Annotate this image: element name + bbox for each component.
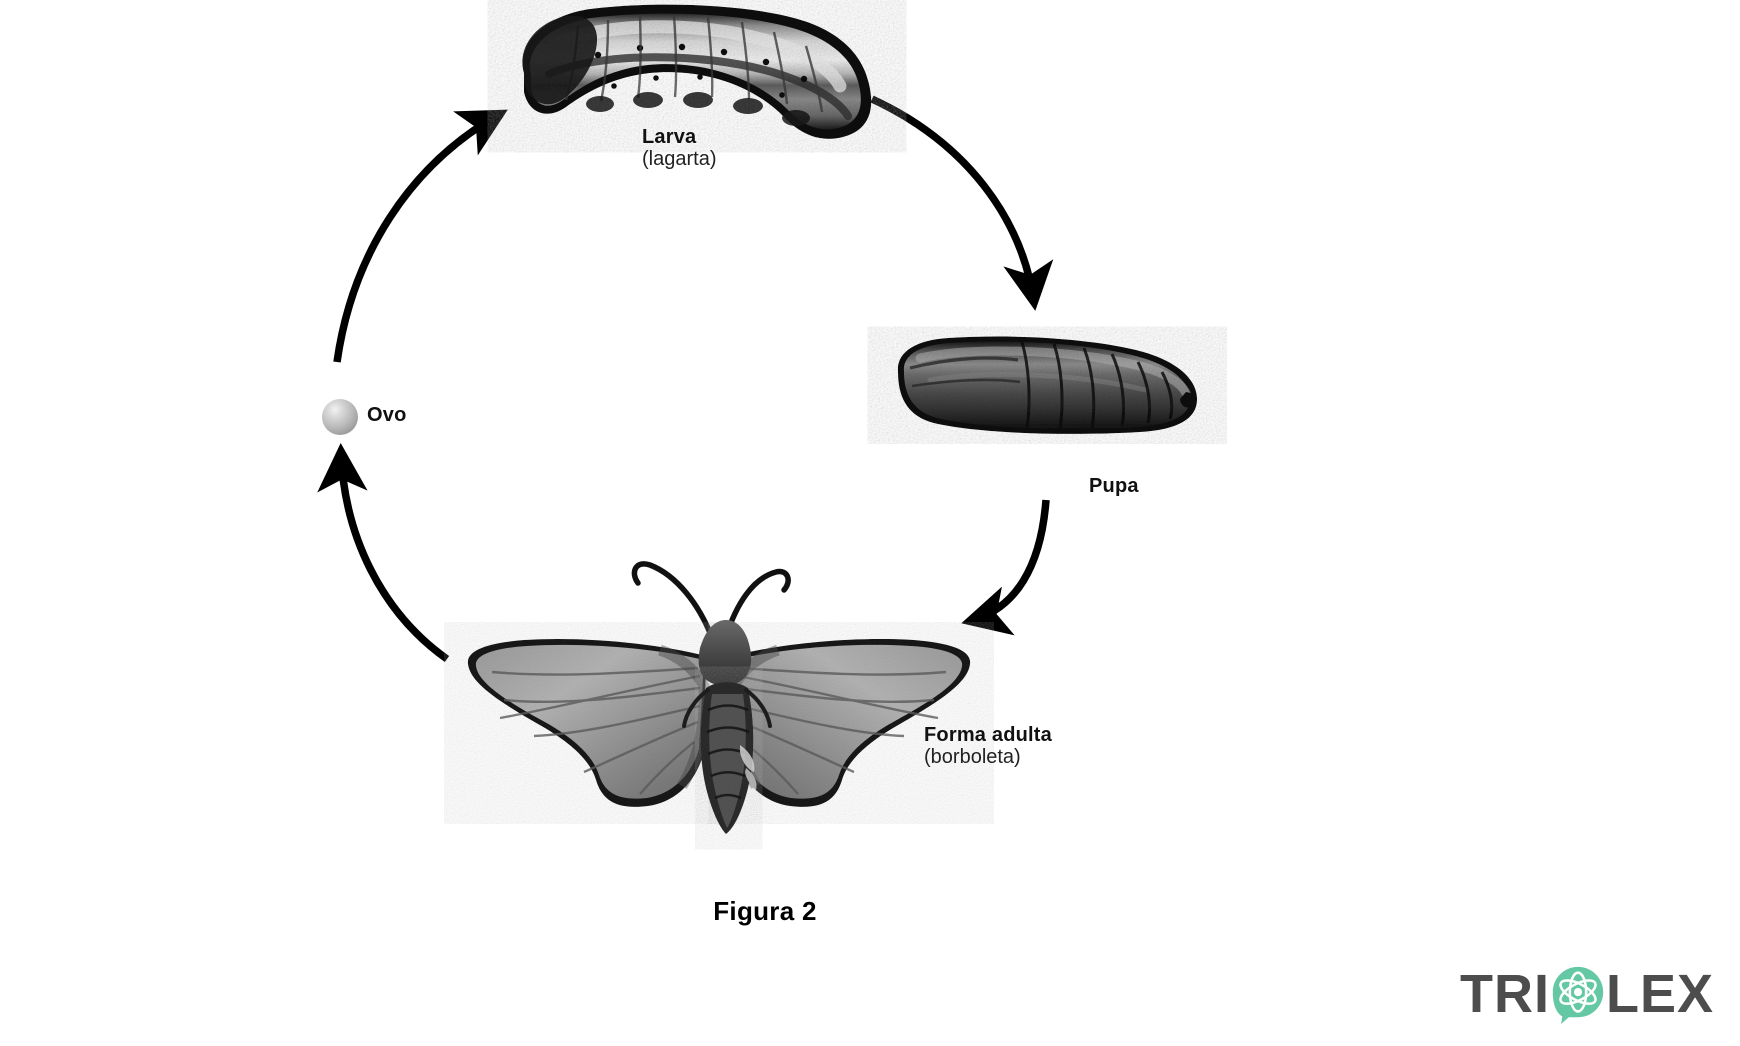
label-larva-secondary: (lagarta) xyxy=(642,148,717,171)
logo-text-after: LEX xyxy=(1605,964,1714,1024)
figure-caption: Figura 2 xyxy=(713,896,817,926)
moth-antennae xyxy=(631,561,791,646)
triolex-logo: TRI LEX xyxy=(1460,963,1714,1025)
label-forma-adulta-secondary: (borboleta) xyxy=(924,746,1021,769)
larva-illustration xyxy=(522,4,872,139)
ovo-sphere-icon xyxy=(322,399,358,435)
moth-left-wing xyxy=(467,638,710,807)
label-forma-adulta-primary: Forma adulta xyxy=(924,724,1052,746)
cycle-arrows xyxy=(317,95,1054,663)
arrow-larva-to-pupa xyxy=(870,95,1054,311)
label-ovo-primary: Ovo xyxy=(367,404,407,426)
label-ovo: Ovo xyxy=(367,404,407,426)
logo-text-before: TRI xyxy=(1459,964,1550,1024)
moth-right-wing xyxy=(728,638,971,807)
arrow-adulta-to-ovo xyxy=(317,443,450,663)
moth-abdomen xyxy=(700,682,757,834)
label-pupa: Pupa xyxy=(1089,475,1139,497)
atom-speech-bubble-icon xyxy=(1547,963,1609,1025)
forma-adulta-illustration xyxy=(467,561,971,834)
triolex-wordmark: TRI LEX xyxy=(1460,963,1714,1025)
label-larva-primary: Larva xyxy=(642,126,697,148)
label-forma-adulta: Forma adulta (borboleta) xyxy=(924,724,1052,769)
moth-legs xyxy=(682,688,772,728)
moth-thorax xyxy=(698,620,752,686)
arrow-ovo-to-larva xyxy=(333,109,508,363)
arrow-pupa-to-adulta xyxy=(961,499,1050,636)
pupa-illustration xyxy=(897,336,1198,434)
label-pupa-primary: Pupa xyxy=(1089,475,1139,497)
label-larva: Larva (lagarta) xyxy=(642,126,716,171)
